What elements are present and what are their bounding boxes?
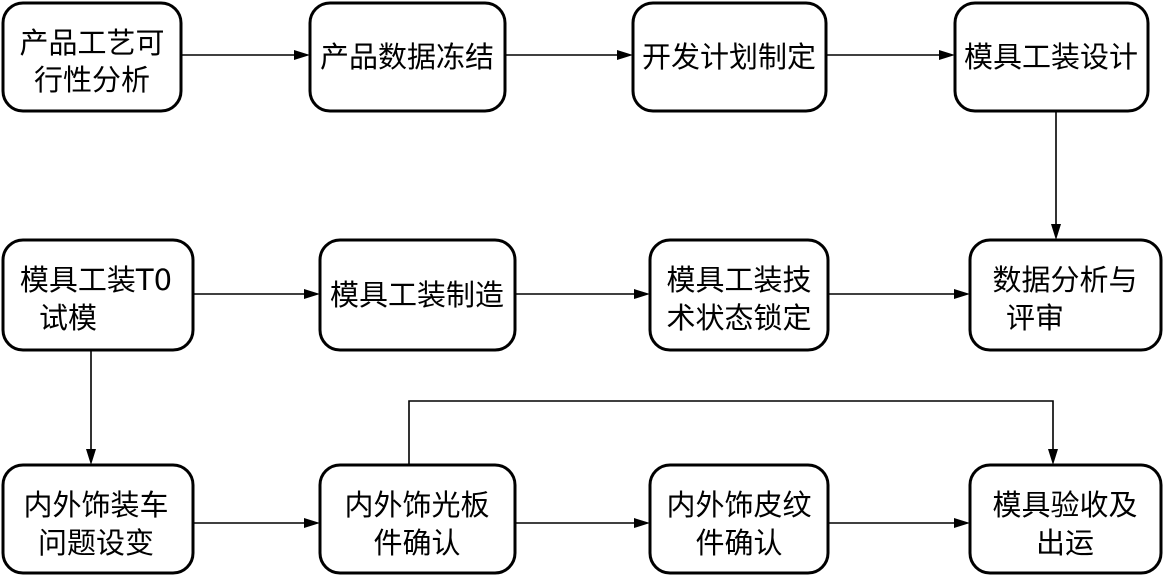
arrow-tooling-design-to-data-review <box>1051 111 1061 240</box>
step-tooling-t0-trial: 模具工装T0 试模 <box>1 238 195 352</box>
step-product-data-freeze-label: 产品数据冻结 <box>320 40 494 74</box>
step-smooth-part-confirm-line2: 件确认 <box>373 526 460 560</box>
step-data-analysis-review-line2: 评审 <box>1006 301 1064 335</box>
step-grain-part-confirm-line2: 件确认 <box>695 526 782 560</box>
step-grain-part-confirm: 内外饰皮纹 件确认 <box>648 463 830 575</box>
arrow-trim-issues-to-smooth-confirm <box>193 518 320 528</box>
arrow-grain-confirm-to-acceptance <box>828 518 970 528</box>
step-tooling-design: 模具工装设计 <box>953 1 1150 113</box>
step-feasibility-analysis: 产品工艺可 行性分析 <box>1 1 183 113</box>
step-tooling-design-label: 模具工装设计 <box>964 40 1138 74</box>
step-development-plan-label: 开发计划制定 <box>642 40 816 74</box>
arrow-data-freeze-to-dev-plan <box>505 50 633 60</box>
step-development-plan: 开发计划制定 <box>631 1 828 113</box>
step-tooling-technical-lock-line2: 术状态锁定 <box>666 301 811 335</box>
step-trim-vehicle-issues-line1: 内外饰装车 <box>23 488 168 522</box>
arrow-t0-trial-to-trim-issues <box>86 350 96 465</box>
arrow-t0-trial-to-manufacture <box>193 289 320 299</box>
step-tooling-acceptance-shipping-line2: 出运 <box>1036 526 1094 560</box>
step-feasibility-analysis-line1: 产品工艺可 <box>19 26 164 60</box>
step-trim-vehicle-issues: 内外饰装车 问题设变 <box>1 463 195 575</box>
step-tooling-acceptance-shipping: 模具验收及 出运 <box>968 463 1163 575</box>
arrow-tech-lock-to-data-review <box>828 289 970 299</box>
arrow-dev-plan-to-tooling-design <box>826 50 955 60</box>
step-trim-vehicle-issues-line2: 问题设变 <box>38 526 154 560</box>
step-tooling-t0-trial-line2: 试模 <box>39 301 97 335</box>
arrow-feasibility-to-data-freeze <box>181 50 310 60</box>
step-tooling-t0-trial-line1: 模具工装T0 <box>20 263 172 297</box>
step-tooling-manufacture-label: 模具工装制造 <box>330 278 504 312</box>
step-data-analysis-review-line1: 数据分析与 <box>992 263 1137 297</box>
arrow-manufacture-to-tech-lock <box>515 289 650 299</box>
step-smooth-part-confirm-line1: 内外饰光板 <box>344 488 489 522</box>
step-product-data-freeze: 产品数据冻结 <box>308 1 507 113</box>
step-feasibility-analysis-line2: 行性分析 <box>34 63 150 97</box>
arrow-smooth-confirm-to-grain-confirm <box>515 518 650 528</box>
step-tooling-technical-lock: 模具工装技 术状态锁定 <box>648 238 830 352</box>
step-tooling-technical-lock-line1: 模具工装技 <box>666 263 811 297</box>
arrow-smooth-confirm-to-acceptance-bypass <box>408 400 1058 465</box>
step-tooling-acceptance-shipping-line1: 模具验收及 <box>992 488 1137 522</box>
step-tooling-manufacture: 模具工装制造 <box>318 238 517 352</box>
step-smooth-part-confirm: 内外饰光板 件确认 <box>318 463 517 575</box>
step-grain-part-confirm-line1: 内外饰皮纹 <box>666 488 811 522</box>
step-data-analysis-review: 数据分析与 评审 <box>968 238 1163 352</box>
